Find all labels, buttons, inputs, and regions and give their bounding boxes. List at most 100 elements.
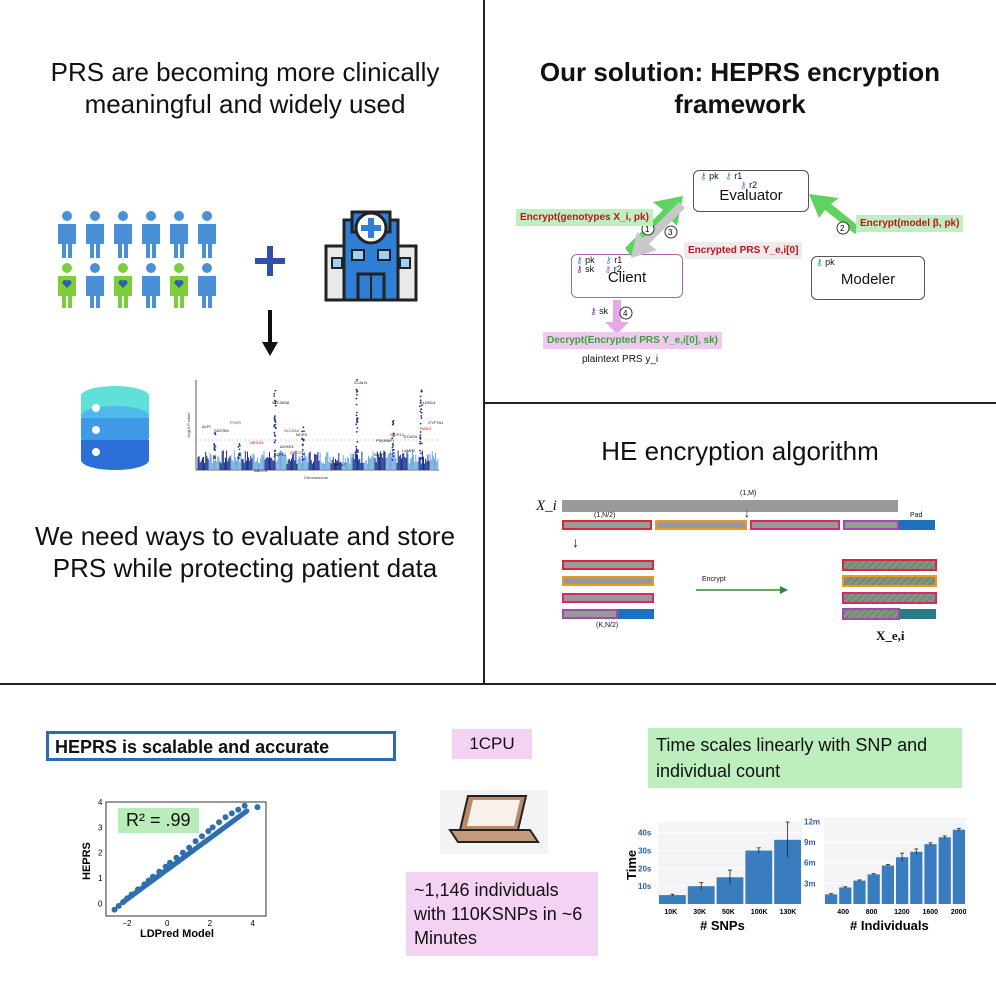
encrypt-label: Encrypt: [702, 576, 726, 583]
key-icon: ⚷: [700, 171, 707, 181]
bar: [952, 829, 965, 904]
modeler-keys: ⚷ pk: [816, 257, 835, 268]
panel4-heading: HEPRS is scalable and accurate: [46, 731, 396, 761]
bar-ytick: 30s: [638, 847, 652, 856]
bar: [745, 850, 773, 904]
xi-label: X_i: [536, 498, 557, 514]
evaluator-box: Evaluator: [693, 170, 809, 212]
arrow-step2: [809, 194, 861, 234]
evaluator-key-r1: r1: [734, 171, 743, 181]
scatter-point: [209, 824, 216, 831]
scatter-point: [205, 828, 212, 835]
client-key-r2: r2: [613, 264, 622, 274]
modeler-box: Modeler: [811, 256, 925, 300]
person-icon: [114, 263, 132, 310]
client-keys-row1: ⚷ pk ⚷ r1: [576, 255, 622, 266]
scatter-ytick: 3: [98, 823, 103, 832]
client-key-pk: pk: [585, 255, 595, 265]
bar-xtick: 800: [866, 909, 878, 916]
step2-number: 2: [840, 224, 845, 233]
bar: [839, 887, 852, 904]
performance-note: ~1,146 individuals with 110KSNPs in ~6 M…: [406, 872, 598, 956]
scatter-xtick: 0: [165, 919, 170, 928]
scatter-point: [192, 838, 199, 845]
evaluator-key-r2-row: ⚷ r2: [740, 180, 757, 191]
step3-label: Encrypted PRS Y_e,i[0]: [684, 242, 803, 259]
r2-box: R² = .99: [118, 808, 199, 833]
segment-orange: [655, 520, 747, 530]
scatter-ytick: 4: [98, 798, 103, 807]
bar-ytick: 10s: [638, 882, 652, 891]
client-key-sk: sk: [585, 264, 595, 274]
encrypted-stack: [842, 558, 938, 624]
bar-xtick: 10K: [664, 909, 677, 916]
scatter-point: [199, 833, 205, 840]
people-icon: [58, 211, 216, 310]
snp-ylabel: Time: [624, 850, 639, 880]
gene-label: PSKBNP1: [376, 438, 395, 443]
scatter-xtick: 2: [208, 919, 213, 928]
bar: [867, 874, 880, 904]
evaluator-label: Evaluator: [719, 187, 783, 204]
gene-label: SDCRM: [214, 428, 229, 433]
arrows-layer: 1 3 2 4: [485, 150, 996, 390]
snp-xlabel: # SNPs: [700, 918, 745, 933]
scatter-point: [222, 814, 229, 821]
gene-label: NCR3: [296, 432, 308, 437]
linear-note: Time scales linearly with SNP and indivi…: [648, 728, 962, 788]
r2-text: R² = .99: [126, 810, 191, 830]
gene-label: ALPK1: [274, 452, 287, 457]
gene-label: SLC39A8: [272, 400, 290, 405]
evaluator-keys: ⚷ pk ⚷ r1: [700, 171, 742, 182]
key-icon: ⚷: [740, 180, 747, 190]
gene-label: NRXN3: [250, 440, 264, 445]
client-keys-row2: ⚷ sk ⚷ r2: [576, 264, 622, 275]
key-icon: ⚷: [576, 264, 583, 274]
gene-label: IMSP7: [374, 452, 387, 457]
scatter-xtick: −2: [122, 919, 132, 928]
gene-label: ZCALN: [354, 380, 367, 385]
bar-ytick: 20s: [638, 864, 652, 873]
scatter-point: [111, 906, 118, 913]
panel1-caption: We need ways to evaluate and store PRS w…: [34, 521, 456, 583]
gene-label: RANG: [420, 426, 432, 431]
step4-number: 4: [623, 309, 628, 318]
bar-ytick: 6m: [804, 859, 816, 868]
bar: [687, 886, 715, 904]
bar: [659, 895, 686, 904]
arrow-step4: [605, 300, 629, 334]
gene-label: CYP7A1: [428, 420, 444, 425]
manhattan-xlabel: Chromosome: [304, 475, 329, 480]
encrypt-arrow-icon: [696, 582, 788, 594]
key-icon: ⚷: [605, 255, 612, 265]
bar-xtick: 1600: [923, 909, 939, 916]
key-icon: ⚷: [725, 171, 732, 181]
segment-pad: [899, 520, 935, 530]
down-arrow-icon: [260, 310, 280, 358]
bar-xtick: 50K: [722, 909, 735, 916]
key-icon: ⚷: [816, 257, 823, 267]
person-icon: [142, 263, 160, 310]
step4-key: ⚷ sk: [590, 306, 609, 316]
scatter-xlabel: LDPred Model: [140, 928, 214, 940]
plus-icon: [255, 246, 285, 276]
scatter-point: [216, 819, 223, 826]
evaluator-key-pk: pk: [709, 171, 719, 181]
person-icon: [170, 263, 188, 310]
person-icon: [170, 211, 188, 258]
step3-number: 3: [668, 228, 673, 237]
top-dim-label: (1,M): [740, 490, 757, 497]
person-icon: [86, 263, 104, 310]
scatter-point: [115, 902, 122, 909]
scatter-xtick: 4: [250, 919, 255, 928]
bar: [825, 894, 838, 904]
gene-label: ABCG2: [290, 450, 304, 455]
panel4-heading-text: HEPRS is scalable and accurate: [55, 737, 330, 757]
gene-label: WDR10: [390, 432, 405, 437]
person-icon: [142, 211, 160, 258]
bar: [896, 857, 909, 904]
person-icon: [58, 263, 76, 310]
segment-pink: [750, 520, 840, 530]
